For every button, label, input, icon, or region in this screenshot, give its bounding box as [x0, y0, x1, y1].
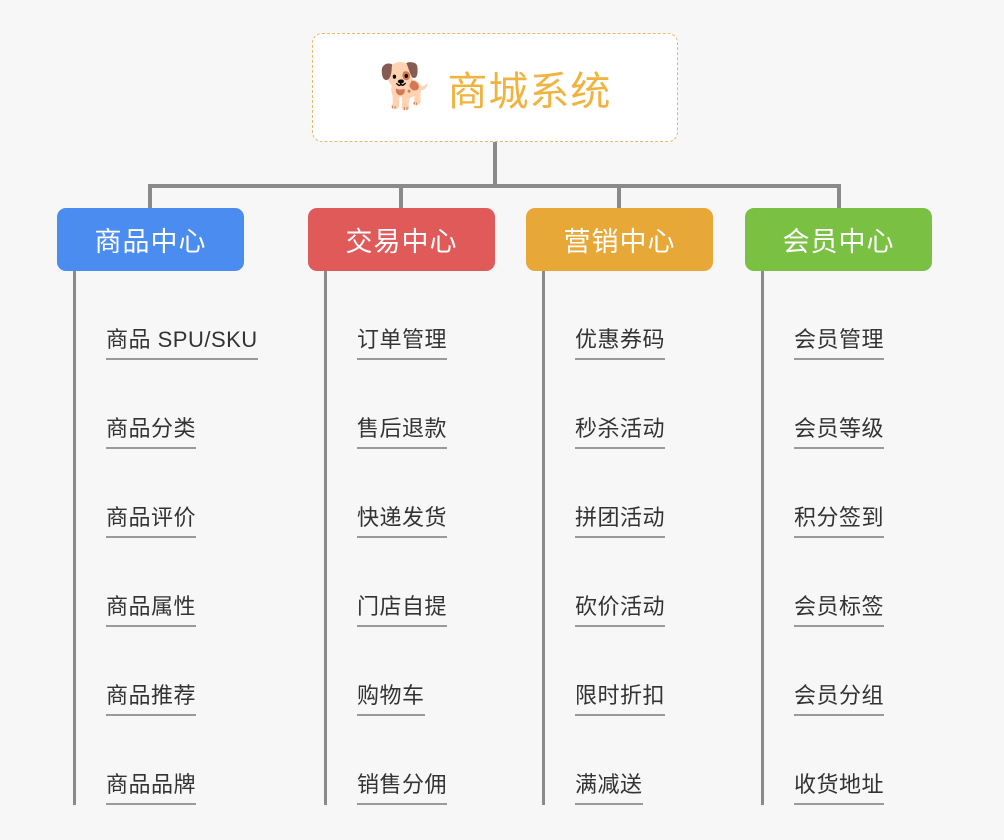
list-item[interactable]: 会员分组: [764, 627, 932, 716]
list-item-label: 会员等级: [794, 411, 885, 449]
category-box-product-center[interactable]: 商品中心: [57, 208, 244, 271]
list-item[interactable]: 限时折扣: [545, 627, 713, 716]
list-item-label: 销售分佣: [357, 767, 448, 805]
connector-drop-2: [399, 184, 403, 210]
item-list-trade-center: 订单管理 售后退款 快递发货 门店自提 购物车 销售分佣: [324, 271, 495, 805]
item-list-product-center: 商品 SPU/SKU 商品分类 商品评价 商品属性 商品推荐 商品品牌: [73, 271, 258, 805]
list-item[interactable]: 满减送: [545, 716, 713, 805]
list-item[interactable]: 商品属性: [76, 538, 244, 627]
list-item[interactable]: 销售分佣: [327, 716, 495, 805]
list-item[interactable]: 会员等级: [764, 360, 932, 449]
item-list-marketing-center: 优惠券码 秒杀活动 拼团活动 砍价活动 限时折扣 满减送: [542, 271, 713, 805]
list-item-label: 砍价活动: [575, 589, 666, 627]
branch-marketing-center: 营销中心 优惠券码 秒杀活动 拼团活动 砍价活动 限时折扣 满减送: [526, 208, 713, 805]
list-item[interactable]: 商品推荐: [76, 627, 244, 716]
list-item-label: 拼团活动: [575, 500, 666, 538]
list-item[interactable]: 砍价活动: [545, 538, 713, 627]
list-item-label: 快递发货: [357, 500, 448, 538]
list-item[interactable]: 商品分类: [76, 360, 244, 449]
list-item-label: 优惠券码: [575, 322, 666, 360]
list-item-label: 会员标签: [794, 589, 885, 627]
category-label: 会员中心: [782, 227, 895, 257]
list-item-label: 订单管理: [357, 322, 448, 360]
list-item-label: 商品属性: [106, 589, 197, 627]
list-item[interactable]: 门店自提: [327, 538, 495, 627]
list-item[interactable]: 快递发货: [327, 449, 495, 538]
list-item-label: 商品 SPU/SKU: [106, 322, 258, 360]
list-item-label: 商品品牌: [106, 767, 197, 805]
list-item-label: 商品推荐: [106, 678, 197, 716]
list-item-label: 收货地址: [794, 767, 885, 805]
category-box-trade-center[interactable]: 交易中心: [308, 208, 495, 271]
connector-horizontal-bus: [148, 184, 841, 188]
branch-trade-center: 交易中心 订单管理 售后退款 快递发货 门店自提 购物车 销售分佣: [308, 208, 495, 805]
branch-member-center: 会员中心 会员管理 会员等级 积分签到 会员标签 会员分组 收货地址: [745, 208, 932, 805]
category-box-marketing-center[interactable]: 营销中心: [526, 208, 713, 271]
connector-root-stem: [493, 142, 497, 186]
list-item[interactable]: 商品品牌: [76, 716, 244, 805]
category-label: 商品中心: [94, 227, 207, 257]
list-item-label: 商品分类: [106, 411, 197, 449]
category-box-member-center[interactable]: 会员中心: [745, 208, 932, 271]
shiba-dog-face-icon: 🐕: [378, 61, 434, 111]
list-item[interactable]: 会员管理: [764, 271, 932, 360]
list-item[interactable]: 积分签到: [764, 449, 932, 538]
list-item[interactable]: 商品 SPU/SKU: [76, 271, 258, 360]
list-item[interactable]: 购物车: [327, 627, 495, 716]
connector-drop-3: [617, 184, 621, 210]
list-item[interactable]: 收货地址: [764, 716, 932, 805]
root-node-mall-system[interactable]: 🐕 商城系统: [312, 33, 678, 142]
list-item-label: 会员管理: [794, 322, 885, 360]
list-item[interactable]: 商品评价: [76, 449, 244, 538]
list-item-label: 积分签到: [794, 500, 885, 538]
list-item[interactable]: 会员标签: [764, 538, 932, 627]
list-item[interactable]: 拼团活动: [545, 449, 713, 538]
list-item[interactable]: 售后退款: [327, 360, 495, 449]
list-item-label: 售后退款: [357, 411, 448, 449]
connector-drop-4: [837, 184, 841, 210]
list-item[interactable]: 优惠券码: [545, 271, 713, 360]
category-label: 营销中心: [563, 227, 676, 257]
connector-drop-1: [148, 184, 152, 210]
list-item[interactable]: 秒杀活动: [545, 360, 713, 449]
root-node-label: 商城系统: [447, 69, 612, 114]
list-item[interactable]: 订单管理: [327, 271, 495, 360]
list-item-label: 购物车: [357, 678, 425, 716]
list-item-label: 满减送: [575, 767, 643, 805]
list-item-label: 限时折扣: [575, 678, 666, 716]
branch-product-center: 商品中心 商品 SPU/SKU 商品分类 商品评价 商品属性 商品推荐 商品品牌: [57, 208, 258, 805]
list-item-label: 门店自提: [357, 589, 448, 627]
category-label: 交易中心: [345, 227, 458, 257]
list-item-label: 秒杀活动: [575, 411, 666, 449]
list-item-label: 会员分组: [794, 678, 885, 716]
list-item-label: 商品评价: [106, 500, 197, 538]
item-list-member-center: 会员管理 会员等级 积分签到 会员标签 会员分组 收货地址: [761, 271, 932, 805]
